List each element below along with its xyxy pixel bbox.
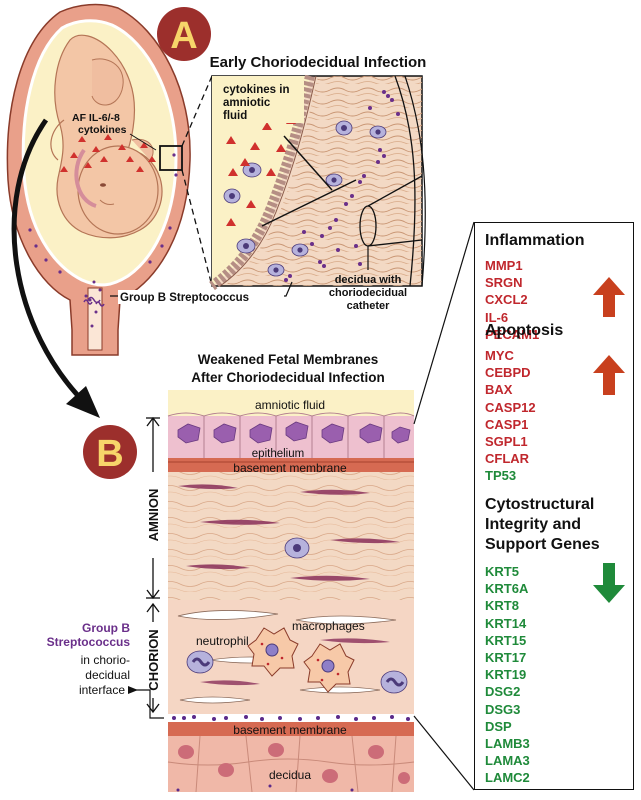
gene-item: DSG2 [485,684,521,700]
strep-cluster-cervix [83,296,105,307]
catheter-label-line3: catheter [347,300,391,312]
strep-dots-uterus [28,153,178,328]
gene-item: KRT17 [485,649,527,665]
category-title-cytostructural-2: Integrity and [485,516,582,533]
strep-dots-interface [172,715,410,721]
membrane-section [167,390,415,793]
panel-b-title-line1: Weakened Fetal Membranes [198,352,379,367]
badge-a: A [157,7,211,61]
gene-item: MYC [485,348,514,363]
badge-b-letter: B [96,433,123,475]
gene-item: CEBPD [485,365,531,381]
interface-label-line1: in chorio- [81,653,130,667]
strep-label-a-bg [118,290,284,304]
gene-list-inflammation: MMP1 SRGN CXCL2 IL-6 PECAM1 [485,257,539,343]
basement-membrane-bottom [168,722,414,736]
uterus-illustration [6,3,191,356]
gene-item: TP53 [485,468,517,484]
badge-a-letter: A [170,15,197,57]
cytokine-label-line1: cytokines in [223,84,289,96]
amnion-label: AMNION [146,489,161,542]
choriodecidual-interface [168,714,414,722]
category-title-cytostructural-3: Support Genes [485,536,600,553]
gene-item: CASP1 [485,416,529,432]
neutrophil-label: neutrophil [196,634,249,648]
transition-arrowhead [66,386,100,418]
af-label-line1: AF IL-6/-8 [72,112,120,124]
af-label-pointer [129,133,157,151]
panel-b-title-line2: After Choriodecidual Infection [191,370,385,385]
epithelium-label: epithelium [252,448,304,460]
cytokine-label-line3: fluid [223,110,247,122]
chorion-label-bg [144,622,162,698]
gene-item: CFLAR [485,451,530,467]
gene-item: KRT6A [485,581,529,597]
zoom-line-top [181,75,213,147]
amniotic-fluid-layer [168,390,414,416]
gene-item: CXCL2 [485,292,528,308]
catheter-label-line2: choriodecidual [329,287,407,299]
gene-item: KRT19 [485,667,527,683]
gene-item: SGPL1 [485,433,528,449]
gene-item: LAMC2 [485,770,530,786]
badge-b: B [83,425,137,479]
category-title-cytostructural-1: Cytostructural [485,496,595,513]
panel-connector-bottom [413,715,475,791]
interface-pointer-head [128,686,138,694]
gene-item: BAX [485,382,513,398]
down-arrow-icon [593,563,625,603]
cytokine-dots-uterus [60,134,156,172]
gene-list-cytostructural: KRT5 KRT6A KRT8 KRT14 KRT15 KRT17 KRT19 … [485,563,530,786]
amnion-label-bg [144,472,162,558]
up-arrow-icon [593,355,625,395]
up-arrow-icon [593,277,625,317]
gene-item: PECAM1 [485,326,540,342]
amniotic-fluid-label: amniotic fluid [255,398,325,412]
macrophages-label: macrophages [292,619,365,633]
af-label-line2: cytokines [78,124,127,136]
interface-pointer [130,689,164,719]
gene-item: SRGN [485,275,523,291]
decidua-label: decidua [269,768,311,782]
gene-item: DSG3 [485,701,521,717]
interface-label-line2: decidual [85,668,130,682]
macrophage-cells [247,627,355,693]
basement-membrane-top-label: basement membrane [233,461,347,475]
chorion-label: CHORION [146,629,161,690]
strep-label-a: Group B Streptococcus [120,292,249,304]
gene-item: IL-6 [485,309,509,325]
gene-item: DSP [485,718,512,734]
zoom-region-box [159,145,183,171]
gene-list-apoptosis: MYC CEBPD BAX CASP12 CASP1 SGPL1 CFLAR T… [485,347,536,485]
gene-item: KRT8 [485,598,519,614]
gene-item: CASP12 [485,399,536,415]
panel-connector-top [413,221,475,425]
gene-item: LAMA3 [485,753,530,769]
gene-item: LAMB3 [485,735,530,751]
gene-item: MMP1 [485,258,523,273]
strep-label-b-line1: Group B [82,621,130,635]
interface-label-line3: interface [79,683,125,697]
strep-label-b-line2: Streptococcus [47,635,131,649]
gene-item: KRT5 [485,564,519,579]
panel-a-title: Early Choriodecidual Infection [210,54,427,71]
cytokine-label-line2: amniotic [223,97,271,109]
category-title-inflammation: Inflammation [485,232,585,249]
category-title-apoptosis: Apoptosis [485,322,564,339]
gene-expression-panel: Inflammation MMP1 SRGN CXCL2 IL-6 PECAM1… [474,222,634,790]
decidua-layer [168,736,414,792]
basement-membrane-bottom-label: basement membrane [233,723,347,737]
catheter-label-line1: decidua with [335,274,402,286]
transition-arrow [11,118,90,408]
gene-item: KRT14 [485,615,527,631]
gene-item: KRT15 [485,632,527,648]
cytokine-label-bg [220,81,304,123]
